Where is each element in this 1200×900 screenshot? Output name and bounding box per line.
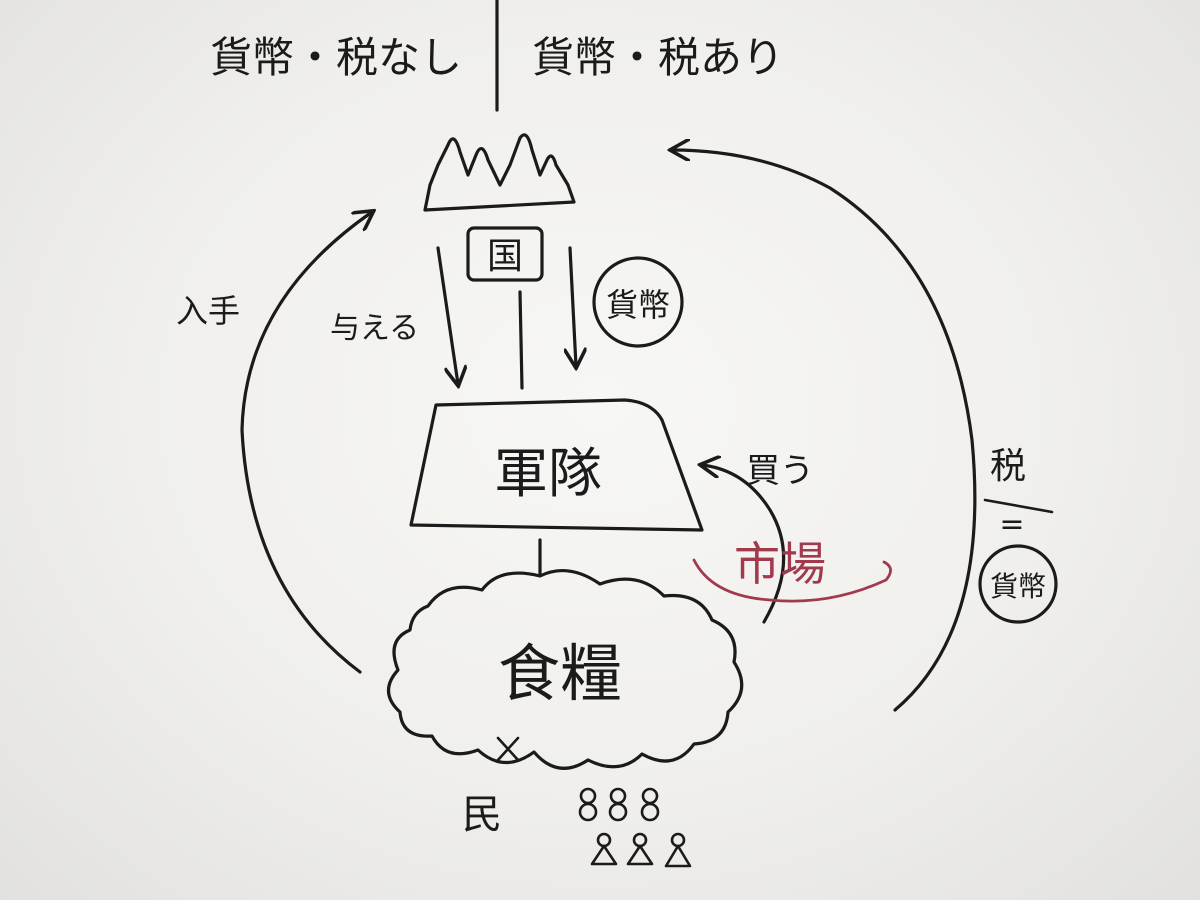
army-label: 軍隊 <box>494 442 602 505</box>
market-label: 市場 <box>734 537 826 591</box>
give-label: 与える <box>330 311 419 346</box>
currency-arrow <box>570 246 576 366</box>
tax-arrow <box>672 150 977 712</box>
food-cloud <box>386 569 744 770</box>
market-underline <box>692 558 892 603</box>
acquire-label: 入手 <box>176 292 240 330</box>
food-label: 食糧 <box>498 637 622 710</box>
tax-currency-label: 貨幣 <box>990 570 1046 603</box>
header-no-tax: 貨幣・税なし <box>210 33 462 82</box>
country-label: 国 <box>487 236 523 277</box>
give-arrow <box>436 246 458 384</box>
tax-divider <box>983 498 1054 514</box>
people-label: 民 <box>462 792 502 838</box>
country-army-link <box>518 290 524 390</box>
buy-label: 買う <box>746 451 814 491</box>
currency-label: 貨幣 <box>606 286 670 324</box>
currency-circle <box>592 256 684 348</box>
country-box <box>466 226 544 282</box>
people-icons <box>578 787 692 868</box>
tax-label: 税 <box>990 446 1026 487</box>
header-with-tax: 貨幣・税あり <box>532 33 784 82</box>
buy-arrow <box>702 465 786 624</box>
tax-equals: = <box>999 507 1024 542</box>
x-mark-icon <box>496 736 520 762</box>
crown-icon <box>423 133 576 212</box>
tax-currency-circle <box>978 544 1058 624</box>
army-box <box>409 398 704 532</box>
acquire-arrow <box>240 212 372 674</box>
